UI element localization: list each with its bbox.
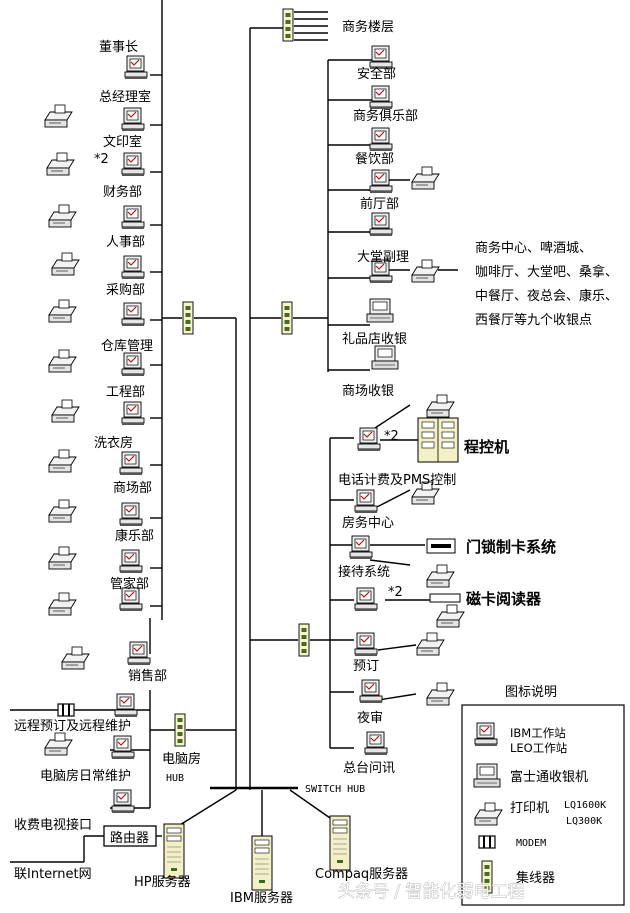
label-daily-maintenance: 电脑房日常维护 bbox=[40, 768, 131, 784]
pos-note: 商务中心、啤酒城、 咖啡厅、大堂吧、桑拿、 中餐厅、夜总会、康乐、 西餐厅等九个… bbox=[475, 240, 618, 328]
label-laundry: 洗衣房 bbox=[94, 435, 133, 451]
label-night-audit: 夜审 bbox=[357, 711, 383, 726]
lower-left-labels: 远程预订及远程维护 电脑房 HUB 电脑房日常维护 收费电视接口 路由器 联In… bbox=[14, 719, 201, 882]
label-compaq-server: Compaq服务器 bbox=[315, 866, 408, 882]
label-reception: 接待系统 bbox=[338, 564, 390, 580]
label-purchasing: 采购部 bbox=[106, 282, 145, 298]
ibm-server bbox=[251, 835, 273, 891]
hp-server bbox=[163, 823, 185, 879]
legend-cashier-icon bbox=[473, 763, 501, 788]
label-chairman: 董事长 bbox=[99, 40, 138, 55]
lower-hub bbox=[298, 623, 310, 657]
legend-fujitsu: 富士通收银机 bbox=[510, 769, 588, 785]
card-reader-device bbox=[429, 593, 461, 603]
label-front-desk-inquiry: 总台问讯 bbox=[343, 761, 395, 776]
legend-box bbox=[461, 704, 625, 906]
label-gm-office: 总经理室 bbox=[99, 89, 151, 105]
label-business-club: 商务俱乐部 bbox=[353, 108, 418, 124]
label-recreation: 康乐部 bbox=[115, 528, 154, 544]
label-router: 路由器 bbox=[110, 830, 149, 846]
label-pbx: 程控机 bbox=[464, 438, 509, 456]
label-gift-shop: 礼品店收银 bbox=[342, 331, 407, 347]
lower-left-devices bbox=[44, 693, 138, 814]
label-lobby-manager: 大堂副理 bbox=[357, 250, 409, 265]
label-print-room: 文印室 bbox=[103, 134, 142, 150]
label-hr: 人事部 bbox=[106, 235, 145, 250]
top-hub bbox=[282, 8, 294, 42]
label-business-floor: 商务楼层 bbox=[342, 19, 394, 35]
label-remote: 远程预订及远程维护 bbox=[14, 719, 131, 734]
right-hub bbox=[281, 301, 293, 335]
label-switch-hub: SWITCH HUB bbox=[305, 784, 365, 795]
telecom-labels: 程控机 *2 电话计费及PMS控制 房务中心 门锁制卡系统 接待系统 磁卡阅读器… bbox=[338, 429, 556, 776]
door-lock-slot bbox=[431, 544, 451, 548]
label-finance: 财务部 bbox=[103, 184, 142, 200]
legend-modem-icon bbox=[478, 835, 496, 849]
label-housekeeping: 管家部 bbox=[110, 576, 149, 592]
left-labels: 董事长 总经理室 文印室 财务部 人事部 采购部 仓库管理 工程部 洗衣房 商场… bbox=[94, 40, 167, 684]
legend-title: 图标说明 bbox=[505, 685, 557, 700]
right-labels: 商务楼层 安全部 商务俱乐部 餐饮部 前厅部 大堂副理 礼品店收银 商场收银 bbox=[342, 19, 418, 399]
pos-note-line-2: 咖啡厅、大堂吧、桑拿、 bbox=[475, 264, 618, 280]
label-rooms-center: 房务中心 bbox=[342, 515, 394, 531]
legend-printer-model-2: LQ300K bbox=[566, 816, 602, 827]
legend-labels: 图标说明 IBM工作站 LEO工作站 富士通收银机 打印机 LQ1600K LQ… bbox=[505, 685, 606, 886]
label-billing-pms: 电话计费及PMS控制 bbox=[338, 473, 456, 488]
label-hub: HUB bbox=[166, 773, 184, 784]
label-front-office: 前厅部 bbox=[360, 196, 399, 212]
legend-leo-ws: LEO工作站 bbox=[510, 741, 568, 755]
label-security: 安全部 bbox=[357, 66, 396, 82]
label-reservation: 预订 bbox=[353, 659, 379, 674]
finance-badge: *2 bbox=[94, 152, 109, 167]
watermark: 头条号 / 智能化弱电工程 bbox=[338, 882, 525, 902]
computer-room-hub bbox=[174, 713, 186, 747]
legend-ws-icon bbox=[474, 722, 498, 747]
core-labels: SWITCH HUB HP服务器 IBM服务器 Compaq服务器 bbox=[134, 784, 408, 906]
legend-printer: 打印机 bbox=[510, 801, 549, 816]
legend-ibm-ws: IBM工作站 bbox=[510, 726, 566, 740]
label-warehouse: 仓库管理 bbox=[101, 338, 153, 354]
label-catering: 餐饮部 bbox=[355, 151, 394, 167]
label-ibm-server: IBM服务器 bbox=[230, 890, 293, 906]
router-box bbox=[103, 825, 157, 847]
label-hub-room: 电脑房 bbox=[162, 751, 201, 767]
billing-badge: *2 bbox=[384, 429, 399, 444]
left-hub bbox=[182, 301, 194, 335]
label-sales: 销售部 bbox=[128, 668, 167, 684]
label-mall: 商场部 bbox=[113, 481, 152, 496]
cashier-badge: *2 bbox=[388, 585, 403, 600]
label-card-reader: 磁卡阅读器 bbox=[466, 590, 542, 608]
legend-hub-label: 集线器 bbox=[516, 870, 555, 886]
pos-note-line-1: 商务中心、啤酒城、 bbox=[475, 240, 592, 256]
pos-note-line-4: 西餐厅等九个收银点 bbox=[475, 312, 592, 328]
label-engineering: 工程部 bbox=[106, 385, 145, 400]
legend-modem: MODEM bbox=[516, 838, 546, 849]
label-internet: 联Internet网 bbox=[14, 867, 92, 882]
pos-note-line-3: 中餐厅、夜总会、康乐、 bbox=[475, 288, 618, 304]
legend-printer-icon bbox=[474, 802, 503, 826]
connection-lines bbox=[10, 0, 458, 863]
label-hp-server: HP服务器 bbox=[134, 874, 191, 890]
label-door-lock: 门锁制卡系统 bbox=[466, 538, 556, 556]
label-pay-tv: 收费电视接口 bbox=[14, 817, 92, 833]
legend-printer-model-1: LQ1600K bbox=[564, 800, 606, 811]
label-mall-cashier: 商场收银 bbox=[342, 384, 394, 399]
compaq-server bbox=[329, 815, 351, 871]
